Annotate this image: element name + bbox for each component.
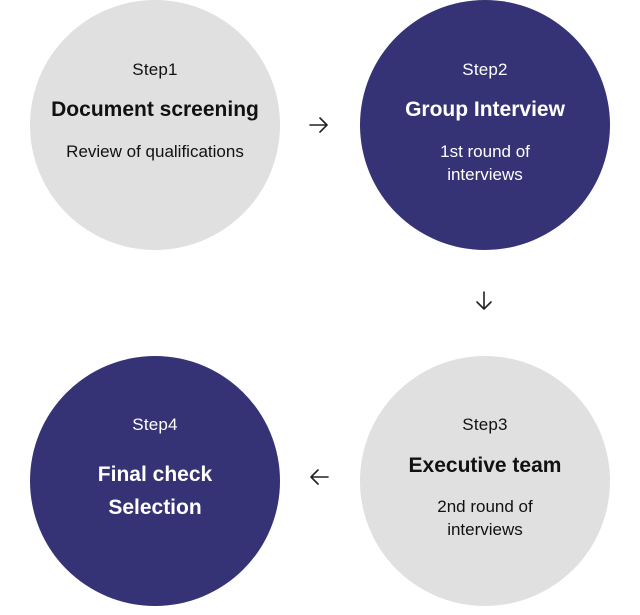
step-3-title: Executive team [408,454,562,477]
step-2-description: 1st round of interviews [440,142,530,184]
step-2-label: Step2 [462,60,508,79]
step-4-circle: Step4 Final check Selection [30,356,280,606]
step-1-description: Review of qualifications [66,142,244,161]
step-4-label: Step4 [132,415,178,434]
arrow-right-icon [307,113,331,137]
arrow-left-icon [307,465,331,489]
step-2-title: Group Interview [405,98,565,121]
step-4-title: Final check Selection [97,463,213,519]
step-3-label: Step3 [462,415,508,434]
step-1-title: Document screening [51,98,259,121]
step-2-circle: Step2 Group Interview 1st round of inter… [360,0,610,250]
arrow-down-icon [472,289,496,313]
step-1-circle: Step1 Document screening Review of quali… [30,0,280,250]
step-1-label: Step1 [132,60,178,79]
step-3-description: 2nd round of interviews [437,497,533,539]
step-3-circle: Step3 Executive team 2nd round of interv… [360,356,610,606]
